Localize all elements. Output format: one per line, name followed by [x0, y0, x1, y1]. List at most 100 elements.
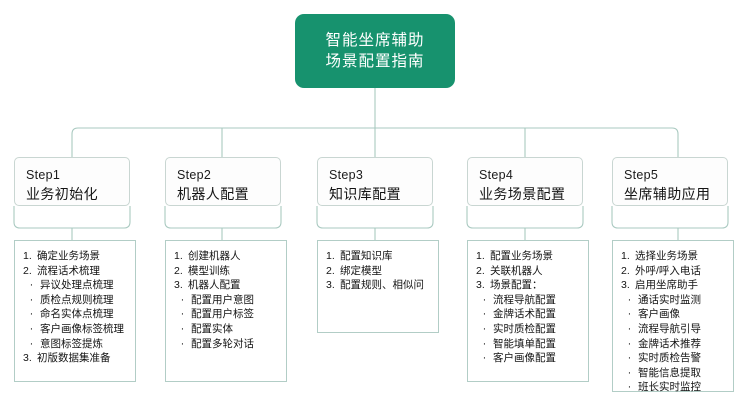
detail-item-label: 选择业务场景 [635, 250, 698, 262]
detail-item-label: 实时质检告警 [638, 352, 701, 365]
detail-item-label: 意图标签提炼 [40, 337, 103, 350]
detail-numbered-item: 2. 模型训练 [174, 264, 280, 279]
detail-numbered-item: 1. 创建机器人 [174, 249, 280, 264]
bullet-icon: · [627, 293, 632, 306]
detail-item-label: 流程导航引导 [638, 322, 701, 335]
detail-item-label: 配置用户意图 [191, 293, 254, 306]
detail-item-label: 质检点规则梳理 [40, 293, 114, 306]
bullet-icon: · [627, 366, 632, 379]
detail-item-label: 关联机器人 [490, 264, 543, 277]
detail-numbered-item: 1.配置业务场景 [476, 249, 582, 264]
detail-sub-item: ·流程导航配置 [476, 293, 582, 308]
step-number-3: Step3 [329, 168, 364, 182]
detail-item-label: 模型训练 [188, 264, 230, 277]
detail-item-label: 客户画像标签梳理 [40, 322, 124, 335]
step-box-3[interactable]: Step3 知识库配置 [317, 157, 433, 206]
list-number: 3. [23, 352, 32, 365]
list-number: 2. [23, 264, 32, 277]
detail-item-label: 配置知识库 [340, 250, 393, 262]
detail-sub-item: ·金牌话术推荐 [621, 337, 727, 352]
root-title-line2: 场景配置指南 [325, 53, 425, 70]
bullet-icon: · [29, 337, 34, 350]
step-box-4[interactable]: Step4 业务场景配置 [467, 157, 583, 206]
list-number: 1. [326, 250, 335, 262]
bullet-icon: · [627, 337, 632, 350]
detail-sub-item: · 配置多轮对话 [174, 337, 280, 352]
detail-numbered-item: 3. 初版数据集准备 [23, 351, 129, 366]
detail-item-label: 实时质检配置 [493, 322, 556, 335]
detail-numbered-item: 3. 启用坐席助手 [621, 278, 727, 293]
detail-item-label: 创建机器人 [188, 250, 241, 262]
step-box-2[interactable]: Step2 机器人配置 [165, 157, 281, 206]
detail-sub-item: · 流程导航引导 [621, 322, 727, 337]
detail-sub-item: · 班长实时监控 [621, 380, 727, 395]
detail-sub-item: · 配置用户标签 [174, 307, 280, 322]
step-title-2: 机器人配置 [177, 186, 249, 202]
bullet-icon: · [482, 352, 487, 365]
bullet-icon: · [180, 322, 185, 335]
root-node[interactable]: 智能坐席辅助 场景配置指南 [295, 14, 455, 88]
list-number: 1. [174, 250, 183, 262]
list-number: 1. [621, 250, 630, 262]
detail-item-label: 启用坐席助手 [635, 279, 698, 292]
step-title-3: 知识库配置 [329, 186, 401, 202]
step-number-2: Step2 [177, 168, 212, 182]
detail-numbered-item: 3.机器人配置 [174, 278, 280, 293]
bullet-icon: · [180, 293, 185, 306]
bullet-icon: · [482, 322, 487, 335]
detail-item-label: 配置多轮对话 [191, 337, 254, 350]
bullet-icon: · [627, 322, 632, 335]
detail-sub-item: · 意图标签提炼 [23, 337, 129, 352]
detail-sub-item: ·客户画像 [621, 307, 727, 322]
detail-item-label: 金牌话术配置 [493, 308, 556, 321]
detail-sub-item: · 实时质检告警 [621, 351, 727, 366]
detail-item-label: 初版数据集准备 [37, 352, 111, 365]
step-title-4: 业务场景配置 [479, 186, 566, 202]
step-number-5: Step5 [624, 168, 659, 182]
detail-sub-item: ·客户画像标签梳理 [23, 322, 129, 337]
detail-numbered-item: 1. 选择业务场景 [621, 249, 727, 264]
list-number: 2. [326, 264, 335, 277]
detail-sub-item: · 客户画像配置 [476, 351, 582, 366]
detail-numbered-item: 3.场景配置： [476, 278, 582, 293]
list-number: 1. [476, 250, 485, 262]
detail-item-label: 流程话术梳理 [37, 264, 100, 277]
detail-sub-item: ·配置实体 [174, 322, 280, 337]
detail-item-label: 通话实时监测 [638, 293, 701, 306]
list-number: 2. [174, 264, 183, 277]
detail-item-label: 客户画像配置 [493, 352, 556, 365]
bullet-icon: · [29, 308, 34, 321]
list-number: 3. [326, 279, 335, 292]
detail-numbered-item: 2. 流程话术梳理 [23, 264, 129, 279]
bullet-icon: · [627, 381, 632, 394]
bullet-icon: · [180, 337, 185, 350]
detail-sub-item: ·智能信息提取 [621, 366, 727, 381]
step-box-1[interactable]: Step1 业务初始化 [14, 157, 130, 206]
list-number: 2. [476, 264, 485, 277]
bullet-icon: · [180, 308, 185, 321]
detail-item-label: 配置用户标签 [191, 308, 254, 321]
detail-item-label: 班长实时监控 [638, 381, 701, 394]
list-number: 2. [621, 264, 630, 277]
bullet-icon: · [482, 293, 487, 306]
root-title-line1: 智能坐席辅助 [325, 32, 425, 49]
list-number: 3. [621, 279, 630, 292]
detail-item-label: 外呼/呼入电话 [635, 264, 701, 277]
detail-numbered-item: 2. 关联机器人 [476, 264, 582, 279]
bullet-icon: · [29, 279, 34, 292]
step-box-5[interactable]: Step5 坐席辅助应用 [612, 157, 728, 206]
detail-item-label: 绑定模型 [340, 264, 382, 277]
detail-item-label: 智能填单配置 [493, 337, 556, 350]
detail-sub-item: ·异议处理点梳理 [23, 278, 129, 293]
step-number-4: Step4 [479, 168, 514, 182]
detail-numbered-item: 1. 配置知识库 [326, 249, 432, 264]
bullet-icon: · [29, 293, 34, 306]
step-title-5: 坐席辅助应用 [624, 186, 711, 202]
detail-numbered-item: 2. 外呼/呼入电话 [621, 264, 727, 279]
detail-sub-item: ·命名实体点梳理 [23, 307, 129, 322]
bullet-icon: · [627, 352, 632, 365]
list-number: 1. [23, 250, 32, 262]
